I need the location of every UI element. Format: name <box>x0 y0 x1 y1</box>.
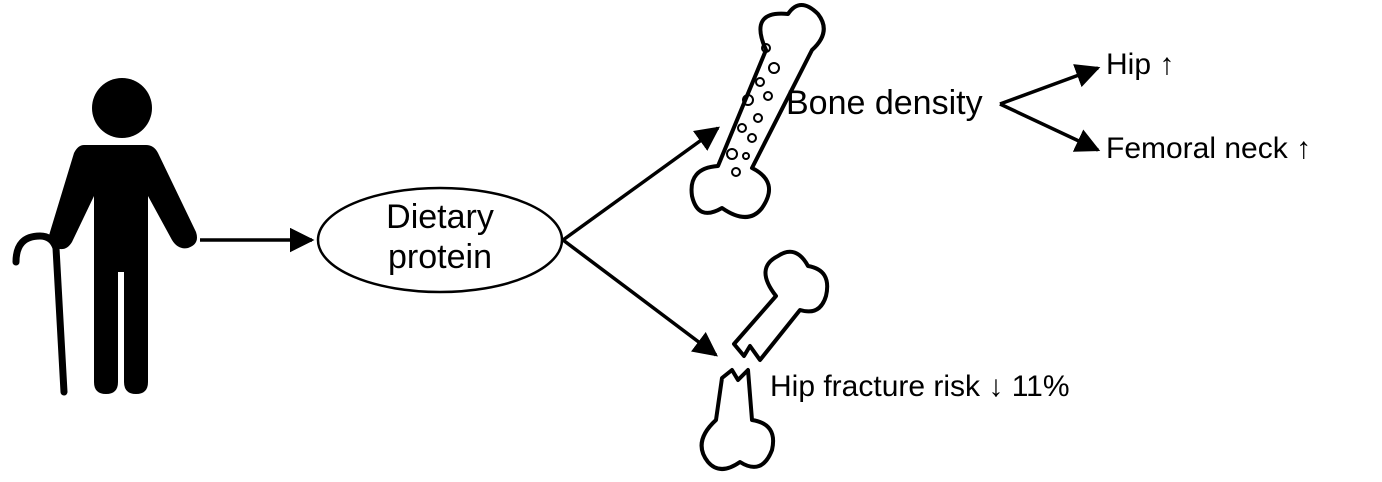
elderly-person-with-cane-icon <box>16 78 197 394</box>
arrow-to-hip <box>1000 68 1098 104</box>
bone-density-label: Bone density <box>786 84 983 122</box>
broken-bone-icon <box>702 252 828 469</box>
hip-outcome-label: Hip ↑ <box>1106 48 1174 81</box>
dietary-protein-node: Dietary protein <box>318 188 562 292</box>
hip-fracture-risk-label: Hip fracture risk ↓ 11% <box>770 370 1070 403</box>
dietary-protein-line1: Dietary <box>386 198 494 236</box>
femoral-neck-outcome-label: Femoral neck ↑ <box>1106 132 1311 165</box>
arrow-protein-to-fracture <box>563 240 716 355</box>
arrow-to-femoral-neck <box>1000 104 1098 150</box>
dietary-protein-line2: protein <box>388 238 492 276</box>
